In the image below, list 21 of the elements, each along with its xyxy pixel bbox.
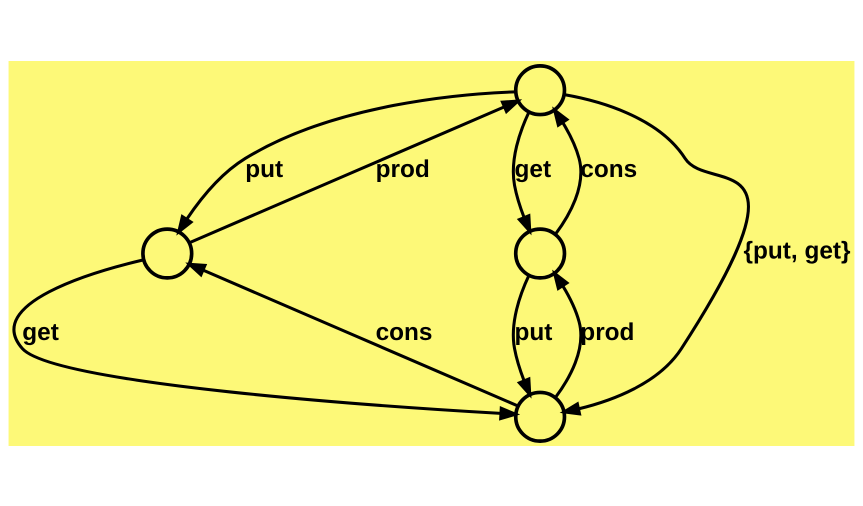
node-circle	[514, 226, 566, 280]
arrow	[185, 262, 519, 407]
arrow	[560, 92, 750, 416]
edge-label: cons	[376, 318, 432, 346]
edge-label: put	[245, 155, 284, 182]
edge-label: put	[514, 318, 552, 346]
node-circle	[514, 64, 566, 116]
node-circle	[514, 390, 566, 442]
arrow	[552, 269, 582, 398]
edge-label: get	[514, 155, 552, 182]
edge-label: get	[22, 318, 59, 346]
node-circle	[141, 226, 194, 280]
arrow	[552, 106, 582, 234]
arrow	[188, 98, 522, 244]
edge-label: cons	[580, 155, 638, 182]
arrow	[176, 90, 516, 236]
arrow	[512, 110, 532, 235]
edge-label: prod	[376, 155, 430, 182]
edge-label: {put, get}	[744, 236, 850, 264]
arrow	[12, 258, 520, 420]
arrow	[512, 274, 532, 398]
